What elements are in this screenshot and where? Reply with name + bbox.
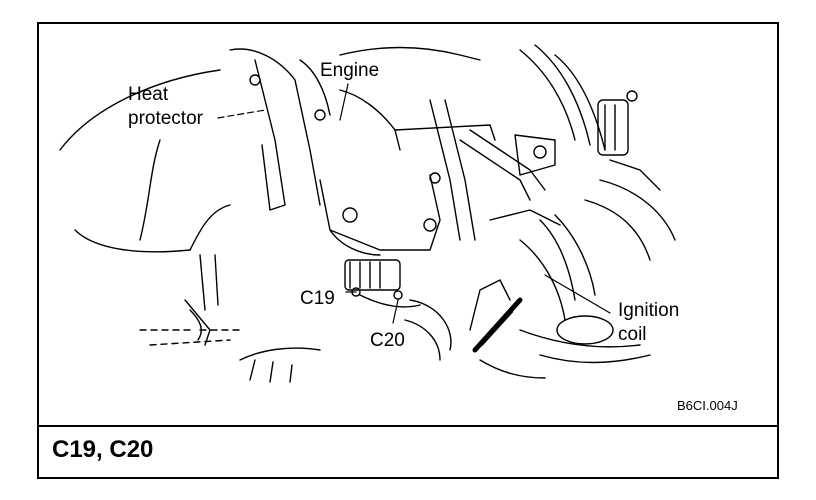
figure-caption: C19, C20 — [52, 436, 154, 463]
label-heat-line1: Heat — [128, 84, 169, 105]
label-heat-line2: protector — [128, 108, 203, 129]
label-ignition-line2: coil — [618, 324, 647, 345]
label-c20: C20 — [370, 330, 405, 351]
caption-divider — [37, 425, 779, 427]
label-c19: C19 — [300, 288, 335, 309]
figure-code: B6CI.004J — [677, 398, 738, 413]
label-ignition-line1: Ignition — [618, 300, 680, 321]
label-engine: Engine — [320, 60, 380, 81]
